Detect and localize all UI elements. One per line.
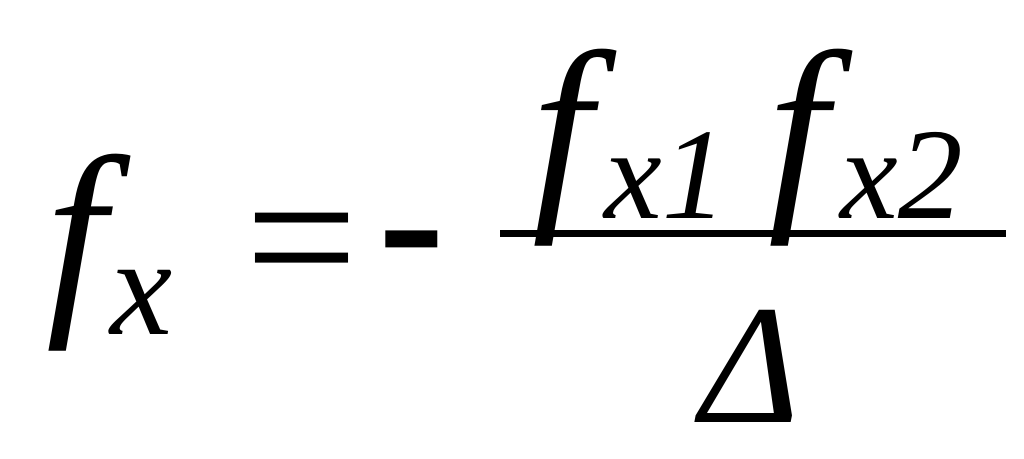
numerator-term2-symbol: f	[768, 8, 828, 247]
lhs-symbol: f	[46, 113, 106, 352]
numerator-term2-subscript: x2	[840, 103, 963, 247]
equals-sign: =	[245, 127, 358, 348]
denominator-delta: Δ	[700, 271, 800, 459]
lhs-subscript: x	[110, 210, 173, 365]
numerator-term1-symbol: f	[532, 8, 592, 247]
fraction-bar	[500, 230, 1006, 237]
formula: f x = - f x1 f x2 Δ	[46, 8, 1006, 450]
numerator-term1-subscript: x1	[604, 103, 727, 247]
minus-sign: -	[378, 109, 445, 330]
